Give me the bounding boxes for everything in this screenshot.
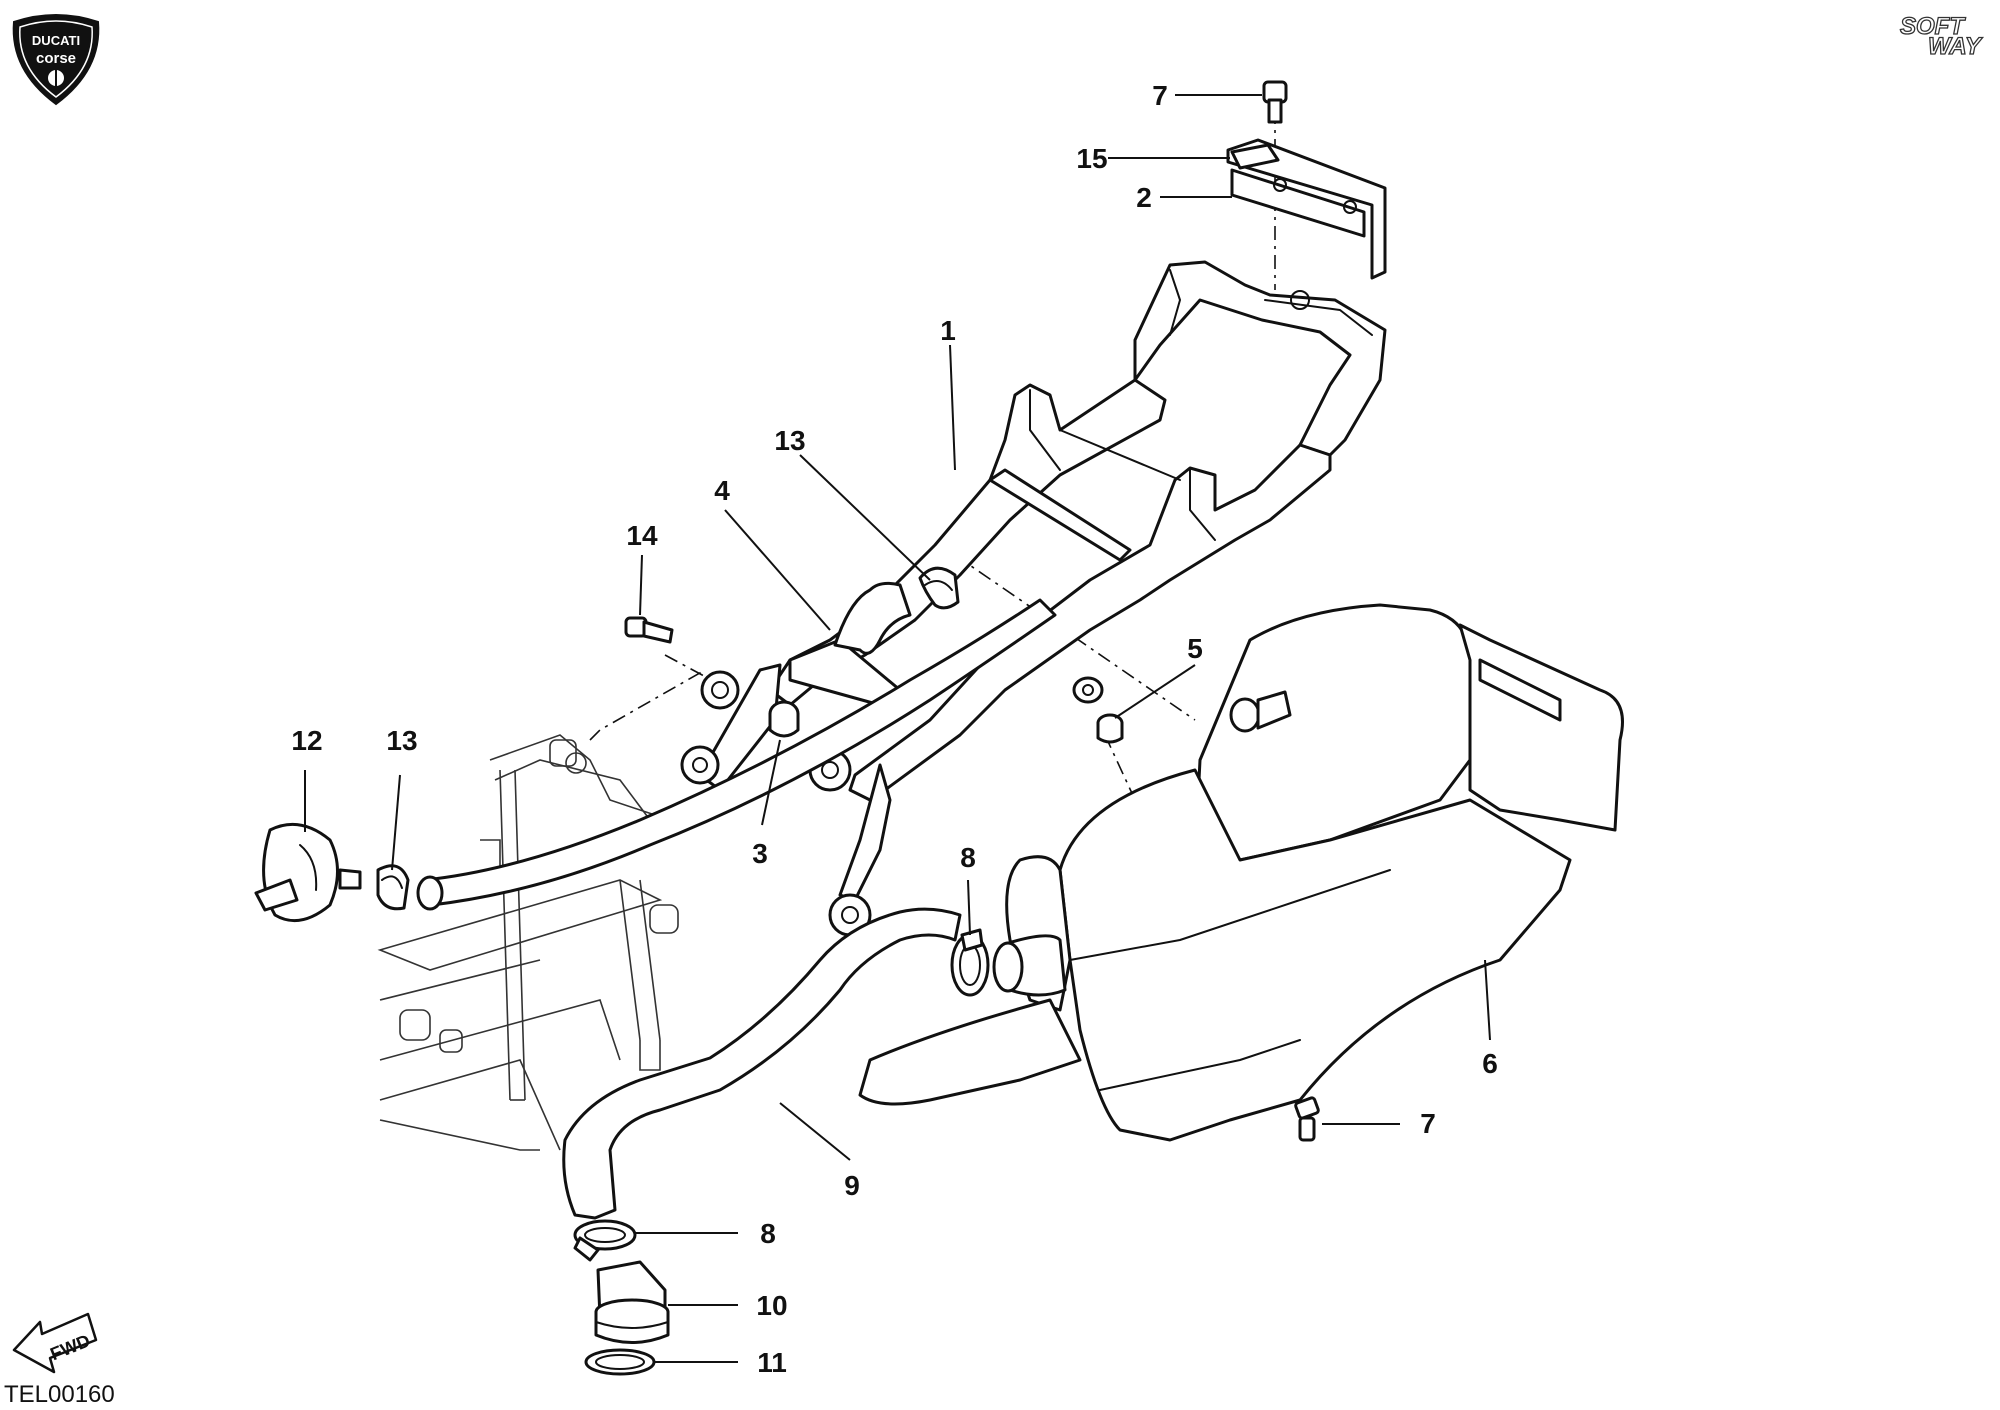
callout-12: 12 bbox=[291, 725, 322, 756]
callout-11: 11 bbox=[757, 1347, 787, 1378]
part-11-sealing-washer bbox=[584, 1348, 656, 1376]
main-frame-ghost bbox=[377, 734, 679, 1151]
callout-leader-lines bbox=[304, 94, 1491, 1363]
softway-logo-bottom: WAY bbox=[1928, 33, 1983, 60]
part-4-breather-hose bbox=[833, 581, 912, 655]
callout-numbers: 7 15 2 1 13 4 14 5 12 13 3 8 6 9 7 8 10 … bbox=[291, 80, 1497, 1378]
callout-10: 10 bbox=[756, 1290, 787, 1321]
callout-1: 1 bbox=[940, 315, 956, 346]
part-2-bracket bbox=[1226, 138, 1387, 280]
part-10-union-fitting bbox=[594, 1260, 670, 1344]
part-13-clamp-lower bbox=[376, 864, 410, 911]
part-7-bolt-bottom bbox=[1294, 1096, 1320, 1142]
callout-13-upper: 13 bbox=[774, 425, 805, 456]
drawing-code: TEL00160 bbox=[4, 1381, 115, 1408]
part-14-bolt bbox=[624, 616, 674, 644]
callout-4: 4 bbox=[714, 475, 730, 506]
part-9-hose bbox=[562, 907, 962, 1220]
corse-logo-text: corse bbox=[36, 50, 76, 67]
ducati-corse-logo: DUCATI corse bbox=[12, 14, 100, 106]
part-7-bolt-top bbox=[1262, 80, 1288, 124]
callout-14: 14 bbox=[626, 520, 658, 551]
part-8-hose-clamp-upper bbox=[950, 928, 990, 997]
softway-logo: SOFT WAY bbox=[1899, 12, 1983, 60]
callout-9: 9 bbox=[844, 1170, 860, 1201]
part-3-spacer bbox=[768, 700, 800, 738]
callout-8-lower: 8 bbox=[760, 1218, 776, 1249]
callout-2: 2 bbox=[1136, 182, 1152, 213]
callout-5: 5 bbox=[1187, 633, 1203, 664]
callout-8-upper: 8 bbox=[960, 842, 976, 873]
callout-3: 3 bbox=[752, 838, 768, 869]
forward-direction-arrow: FWD bbox=[12, 1312, 98, 1374]
ducati-logo-text: DUCATI bbox=[32, 33, 80, 48]
part-8-hose-clamp-lower bbox=[573, 1219, 637, 1262]
callout-7-top: 7 bbox=[1152, 80, 1168, 111]
part-12-rubber-cap bbox=[254, 822, 362, 923]
part-5-rubber-mount bbox=[1096, 713, 1124, 744]
part-6-oil-tank bbox=[858, 603, 1624, 1142]
part-15-washer-plate bbox=[1230, 143, 1280, 170]
callout-13-lower: 13 bbox=[386, 725, 417, 756]
callout-15: 15 bbox=[1076, 143, 1107, 174]
callout-7-bottom: 7 bbox=[1420, 1108, 1436, 1139]
softway-logo-top: SOFT bbox=[1900, 13, 1966, 40]
callout-6: 6 bbox=[1482, 1048, 1498, 1079]
